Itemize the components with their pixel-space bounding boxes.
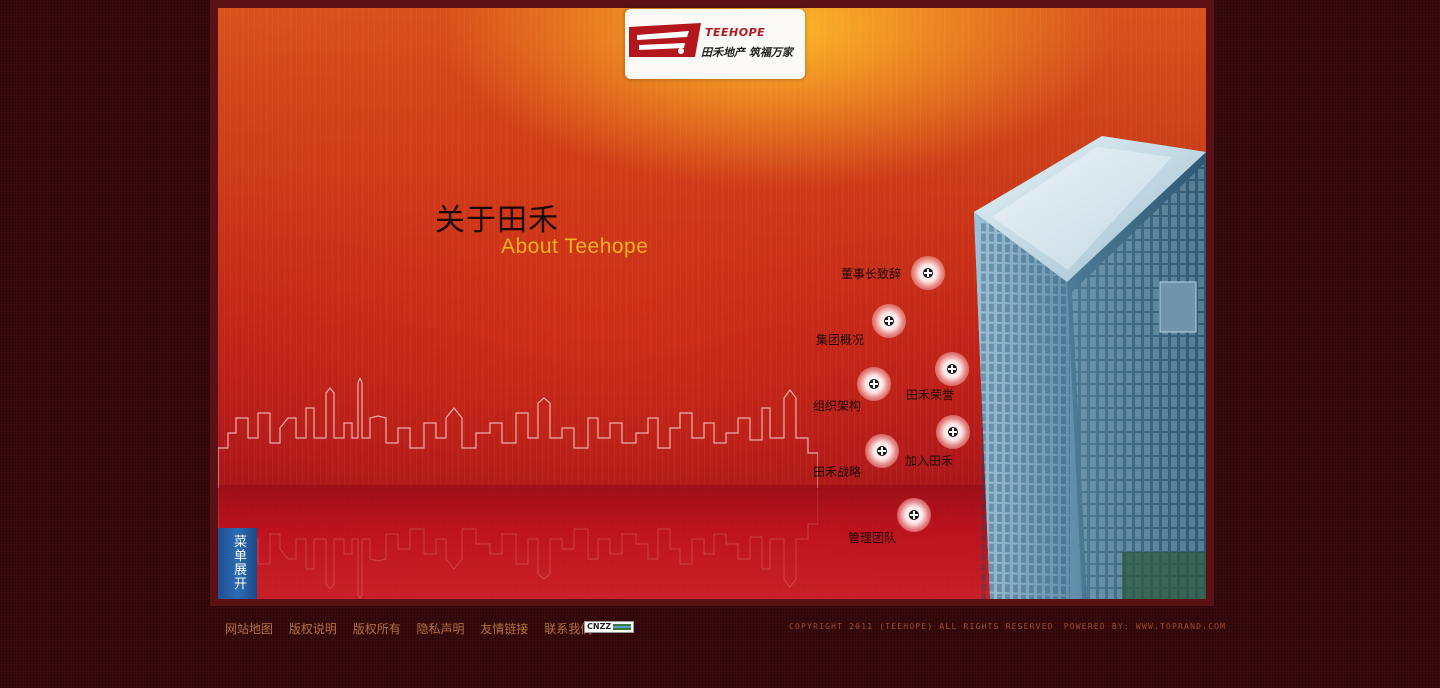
nav-label[interactable]: 董事长致辞 <box>841 267 902 281</box>
city-skyline-outline <box>218 378 818 488</box>
skyscraper-illustration <box>974 136 1206 599</box>
footer-link-sitemap[interactable]: 网站地图 <box>225 622 274 636</box>
cnzz-badge-text: CNZZ <box>587 622 612 631</box>
plus-circle-icon[interactable] <box>897 498 931 532</box>
menu-expand-button[interactable]: 菜单展开 <box>218 528 257 599</box>
logo-brand-en: TEEHOPE <box>705 26 766 39</box>
footer-link-friend-links[interactable]: 友情链接 <box>480 622 529 636</box>
footer-link-all-rights[interactable]: 版权所有 <box>352 622 401 636</box>
plus-circle-icon[interactable] <box>872 304 906 338</box>
footer-link-copyright-notice[interactable]: 版权说明 <box>288 622 337 636</box>
menu-expand-label: 菜单展开 <box>234 534 248 592</box>
plus-circle-icon[interactable] <box>936 415 970 449</box>
nav-label[interactable]: 田禾战略 <box>813 465 862 479</box>
copyright-text: COPYRIGHT 2011 (TEEHOPE) ALL RIGHTS RESE… <box>789 622 1226 631</box>
cnzz-stats-badge[interactable]: CNZZ <box>584 621 634 633</box>
page-subtitle: About Teehope <box>501 235 649 258</box>
footer-link-privacy[interactable]: 隐私声明 <box>416 622 465 636</box>
nav-label[interactable]: 管理团队 <box>848 531 897 545</box>
nav-label[interactable]: 加入田禾 <box>905 454 954 468</box>
nav-label[interactable]: 组织架构 <box>813 399 862 413</box>
copyright-notice: COPYRIGHT 2011 (TEEHOPE) ALL RIGHTS RESE… <box>789 622 1054 631</box>
page-title: 关于田禾 <box>435 203 559 238</box>
nav-label[interactable]: 田禾荣誉 <box>906 388 955 402</box>
logo-slogan: 田禾地产 筑福万家 <box>701 46 793 59</box>
footer-links: 网站地图 版权说明 版权所有 隐私声明 友情链接 联系我们 <box>225 620 604 637</box>
plus-circle-icon[interactable] <box>865 434 899 468</box>
powered-by-text: POWERED BY: WWW.TOPRAND.COM <box>1063 622 1227 631</box>
teehope-logo-mark-icon <box>629 23 701 57</box>
logo[interactable]: TEEHOPE 田禾地产 筑福万家 <box>625 9 805 79</box>
cnzz-bar-icon <box>613 624 631 630</box>
plus-circle-icon[interactable] <box>935 352 969 386</box>
plus-circle-icon[interactable] <box>857 367 891 401</box>
plus-circle-icon[interactable] <box>911 256 945 290</box>
nav-label[interactable]: 集团概况 <box>816 333 865 347</box>
skyline-reflection <box>218 489 818 599</box>
footer-link-contact[interactable]: 联系我们 <box>544 622 593 636</box>
